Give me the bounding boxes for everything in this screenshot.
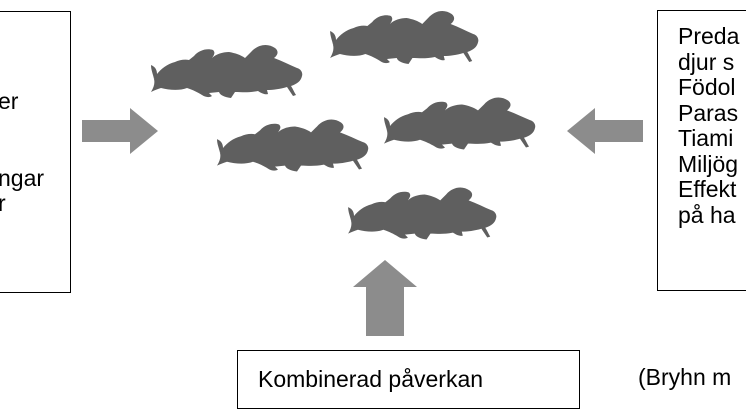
left-box-text: er ngar r xyxy=(0,88,45,217)
cod-fish-icon xyxy=(330,10,479,64)
arrows xyxy=(82,108,643,336)
right-box-line: Miljög xyxy=(678,150,739,177)
right-box-line: Tiami xyxy=(678,125,734,151)
left-box-line: ngar xyxy=(0,164,45,191)
cod-fish-icon xyxy=(151,44,303,98)
right-box-line: på ha xyxy=(678,201,736,228)
arrow-up-icon xyxy=(353,260,417,336)
left-box-line: r xyxy=(0,190,6,216)
left-box-line: er xyxy=(0,88,19,114)
cod-fish-icon xyxy=(348,187,497,240)
cod-fish-icon xyxy=(217,119,369,172)
right-box-line: Effekt xyxy=(678,176,737,202)
right-box-text: Preda djur s Födol Paras Tiami Miljög Ef… xyxy=(678,23,740,228)
citation-text: (Bryhn m xyxy=(638,364,732,390)
arrow-left-icon xyxy=(567,108,643,154)
left-box-line xyxy=(0,115,44,141)
left-box-line xyxy=(0,140,44,166)
combined-effect-box xyxy=(237,350,580,409)
arrow-right-icon xyxy=(82,108,158,154)
right-box-line: djur s xyxy=(678,48,735,75)
combined-effect-label: Kombinerad påverkan xyxy=(258,366,484,392)
right-box-line: Paras xyxy=(678,99,739,126)
right-box-line: Födol xyxy=(678,74,736,100)
left-factor-box xyxy=(0,11,71,293)
right-box-line: Preda xyxy=(678,23,740,49)
cod-fish-icon xyxy=(384,97,536,150)
fish-group xyxy=(151,10,536,240)
right-factor-box xyxy=(657,10,746,291)
